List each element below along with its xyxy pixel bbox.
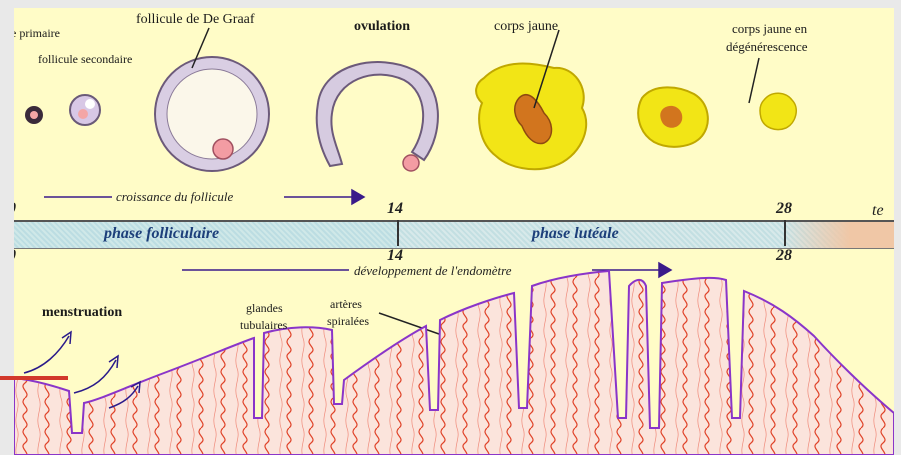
label-glands-1: glandes — [246, 302, 283, 314]
graafian-follicle — [155, 57, 269, 171]
label-graafian-follicle: follicule de De Graaf — [136, 13, 255, 27]
label-follicle-growth: croissance du follicule — [116, 190, 233, 203]
label-ovulation: ovulation — [354, 20, 410, 34]
day-14-divider — [397, 220, 399, 246]
day-zero-top: 0 — [14, 200, 16, 218]
label-endometrium-development: développement de l'endomètre — [354, 264, 512, 277]
label-menstruation: menstruation — [42, 306, 122, 320]
ovulation-follicle — [317, 62, 438, 171]
label-arteries-2: spiralées — [327, 315, 369, 327]
label-arteries-1: artères — [330, 298, 362, 310]
day-28-bottom: 28 — [776, 247, 792, 265]
day-28-divider — [784, 220, 786, 246]
menstrual-cycle-diagram: e primaire follicule secondaire follicul… — [14, 8, 894, 455]
label-corpus-luteum: corps jaune — [494, 20, 558, 34]
label-corpus-luteum-degeneration-1: corps jaune en — [732, 22, 807, 35]
label-secondary-follicle: follicule secondaire — [38, 53, 132, 65]
slide-accent-line — [0, 376, 68, 380]
corpus-luteum — [476, 64, 586, 170]
label-follicular-phase: phase folliculaire — [104, 225, 219, 243]
day-28-top: 28 — [776, 200, 792, 218]
regressing-corpus-luteum — [638, 87, 796, 146]
label-glands-2: tubulaires — [240, 319, 287, 331]
label-luteal-phase: phase lutéale — [532, 225, 619, 243]
day-zero-bottom: 0 — [14, 247, 16, 265]
endometrium-tissue — [14, 271, 894, 455]
primary-follicle — [25, 106, 43, 124]
time-label-partial: te — [872, 202, 884, 220]
phase-bar-fade — [784, 222, 894, 248]
day-14-top: 14 — [387, 200, 403, 218]
label-primary-follicle: e primaire — [14, 27, 60, 39]
secondary-follicle — [70, 95, 100, 125]
label-corpus-luteum-degeneration-2: dégénérescence — [726, 40, 808, 53]
